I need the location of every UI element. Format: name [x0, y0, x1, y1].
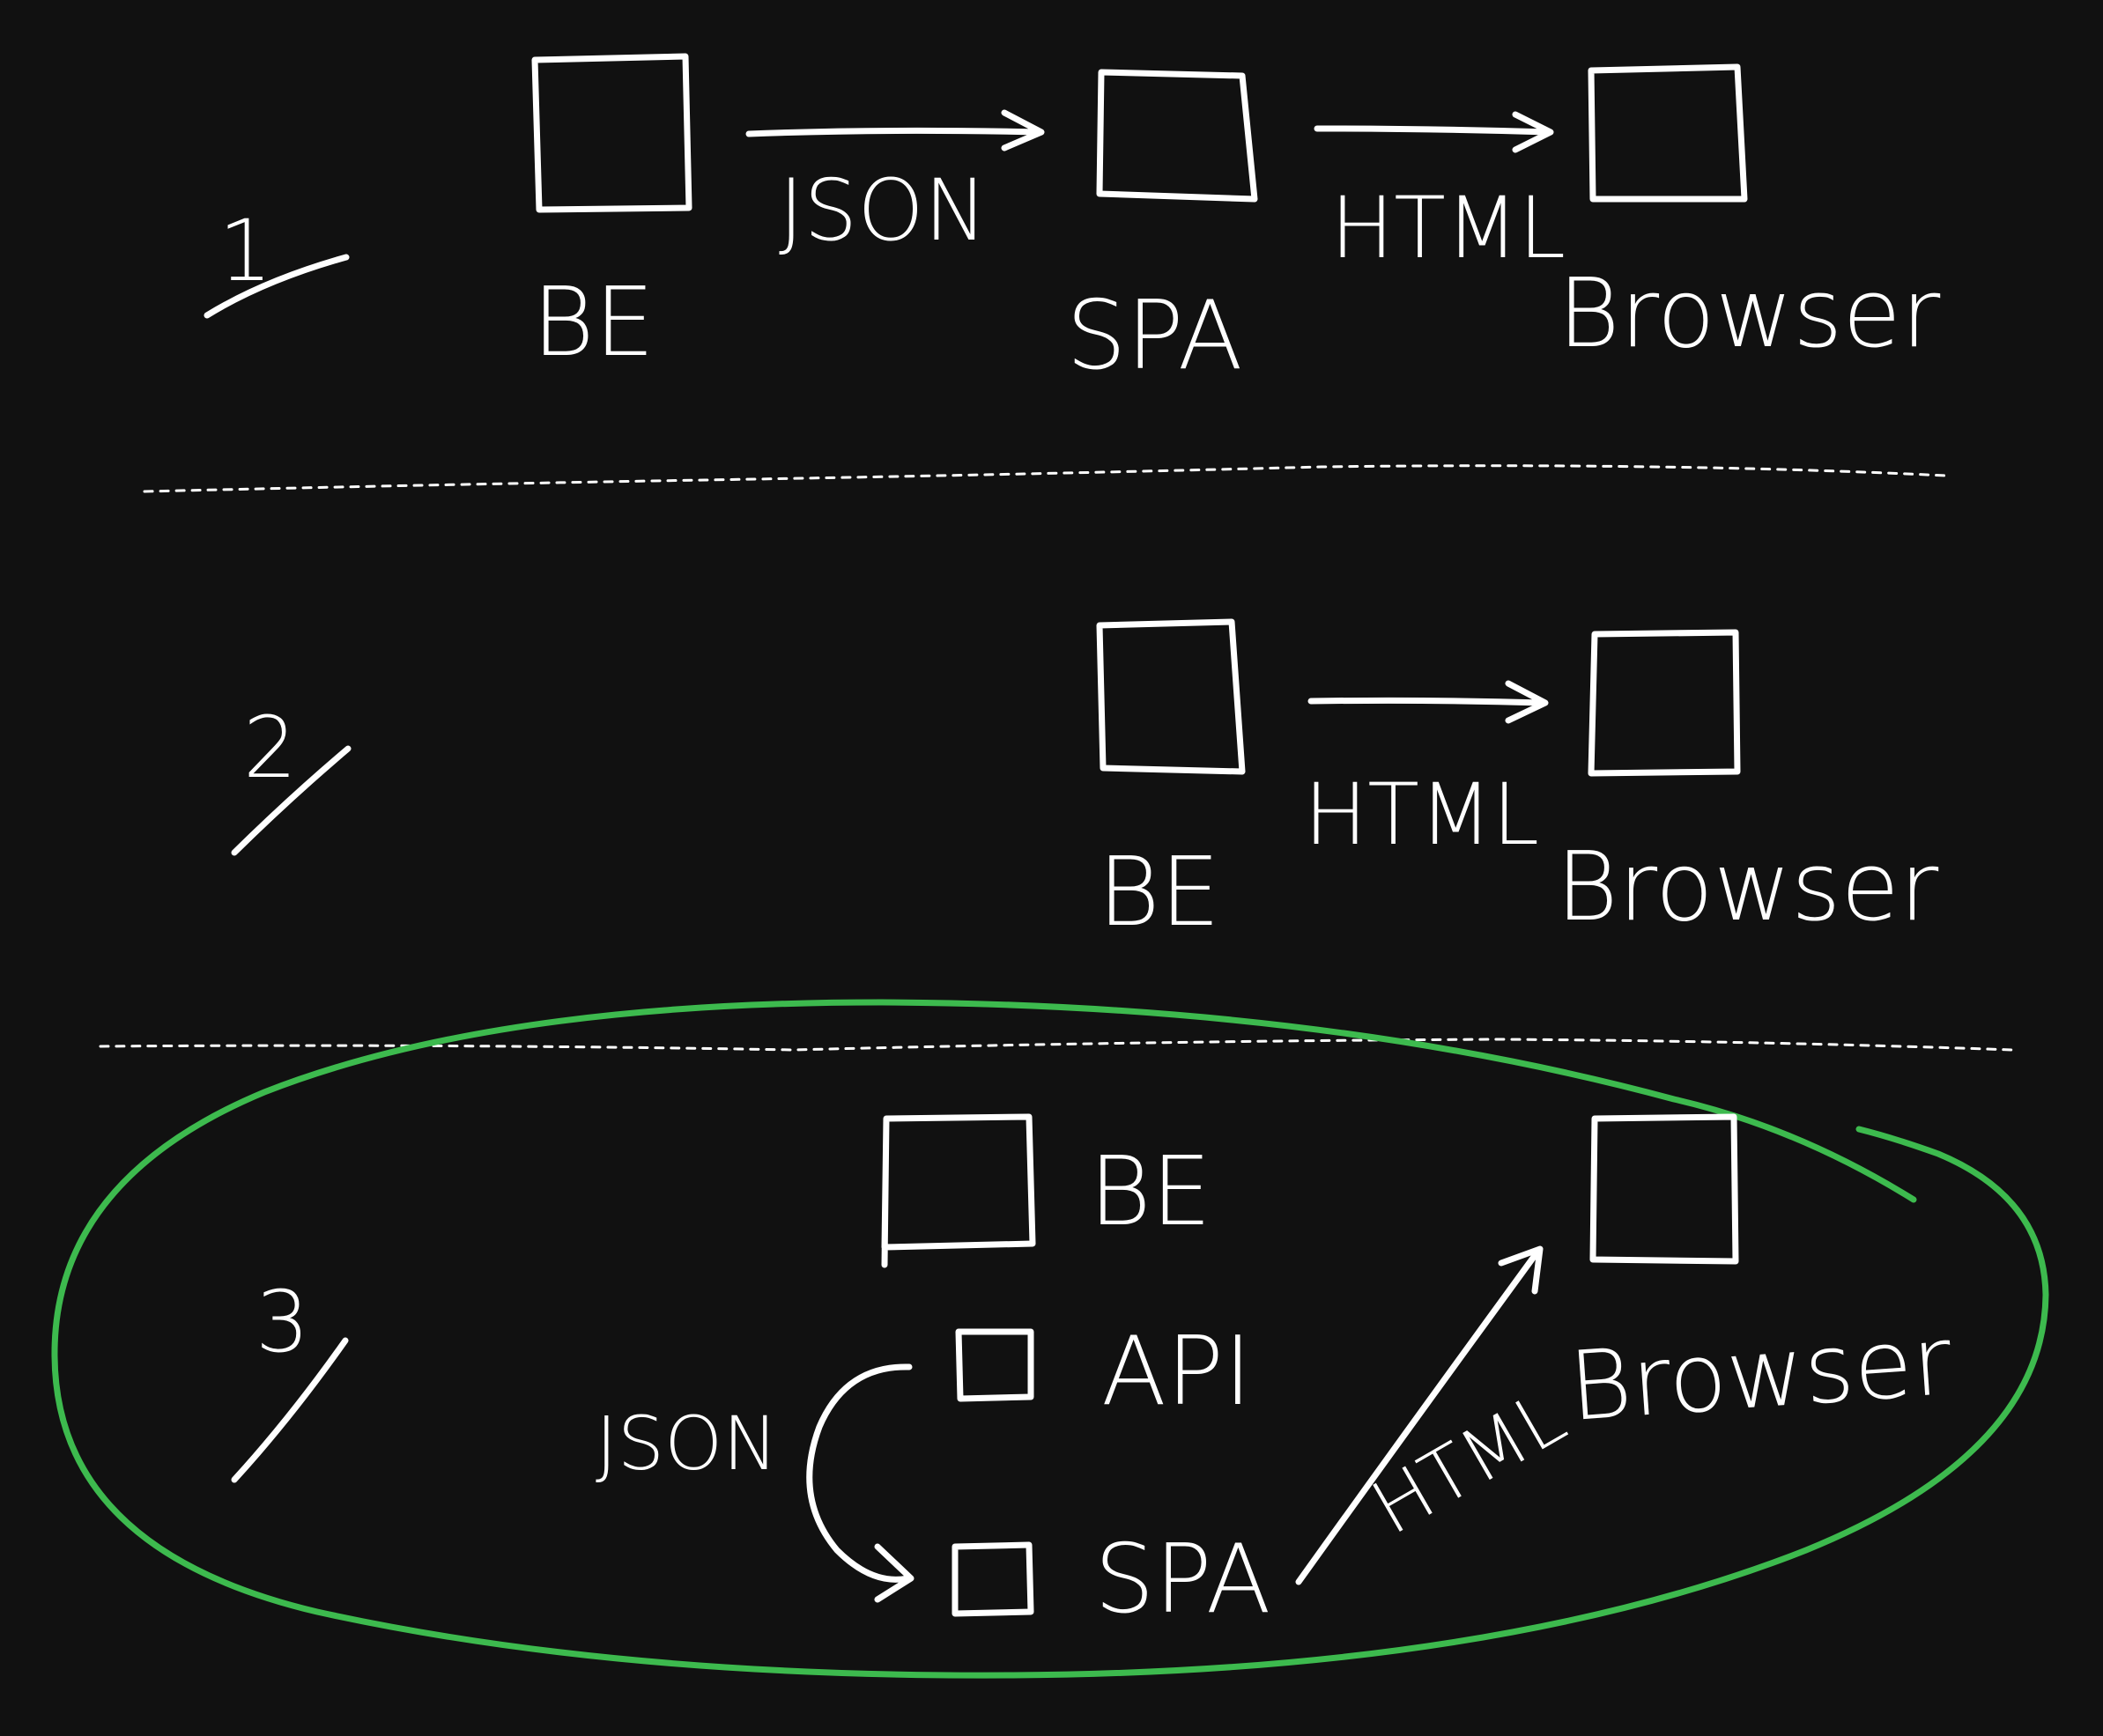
section-3-api-label: API: [1101, 1317, 1252, 1427]
section-1-be-label: BE: [532, 268, 655, 378]
section-3-browser-box: [1589, 1113, 1739, 1265]
section-2-html-label: HTML: [1304, 765, 1539, 864]
section-2: 2 BE HTML Browser: [231, 618, 1939, 948]
section-3-be-label: BE: [1089, 1137, 1211, 1247]
section-2-be-box: [1096, 618, 1246, 775]
section-1-browser-box: [1588, 63, 1748, 203]
section-3-html-label: HTML: [1358, 1374, 1579, 1552]
divider-2: [99, 1038, 2014, 1052]
section-2-be-label: BE: [1098, 838, 1220, 948]
section-3-number-slash: [231, 1337, 349, 1483]
section-2-browser-label: Browser: [1556, 832, 1939, 942]
section-3-arrow-api-spa: [806, 1363, 915, 1603]
section-3-browser-label: Browser: [1566, 1306, 1956, 1443]
section-1-arrow-spa-browser: [1314, 111, 1554, 153]
section-1-number-slash: [204, 254, 350, 319]
section-1-html-label: HTML: [1330, 179, 1566, 277]
section-3-api-box: [955, 1328, 1034, 1402]
section-3-spa-box: [952, 1541, 1034, 1617]
section-3-arrow-spa-browser: [1295, 1245, 1544, 1585]
section-1-spa-box: [1096, 69, 1258, 203]
section-3-json-label: JSON: [596, 1400, 778, 1487]
section-1-arrow-be-spa: [745, 109, 1045, 151]
section-2-number: 2: [243, 698, 297, 797]
section-1-spa-label: SPA: [1066, 281, 1243, 391]
section-3-spa-label: SPA: [1094, 1525, 1271, 1635]
divider-1: [143, 464, 1947, 493]
section-3: 3 BE API SPA JSON HTML Browser: [51, 999, 2049, 1679]
section-2-number-slash: [231, 745, 352, 856]
section-1-be-box: [531, 53, 692, 213]
section-2-arrow-be-browser: [1307, 680, 1549, 724]
section-1-browser-label: Browser: [1558, 259, 1941, 369]
section-1: 1 BE JSON SPA HTML Browser: [204, 53, 1941, 391]
section-3-be-box: [881, 1113, 1036, 1268]
section-2-browser-box: [1588, 629, 1741, 777]
section-3-number: 3: [255, 1273, 309, 1371]
section-3-highlight-ellipse: [51, 999, 2049, 1679]
section-1-json-label: JSON: [779, 161, 988, 260]
